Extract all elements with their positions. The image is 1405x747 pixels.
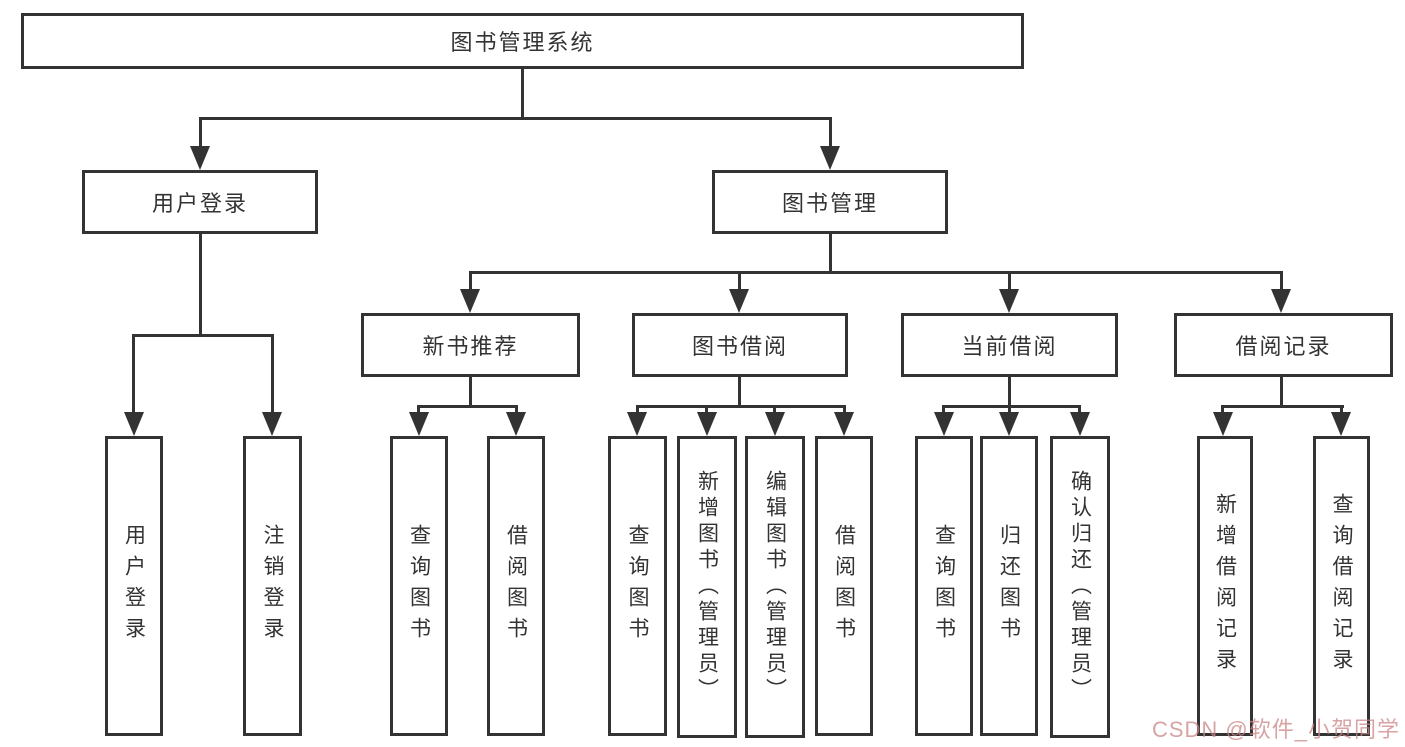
arrowhead [934, 412, 954, 436]
arrowhead [697, 412, 717, 436]
node-book-management: 图书管理 [712, 170, 948, 234]
leaf-edit-book-admin: 编辑图书（管理员） [745, 436, 805, 738]
node-user-login-branch: 用户登录 [82, 170, 318, 234]
connector-line [199, 234, 202, 337]
leaf-add-borrow-record: 新增借阅记录 [1197, 436, 1253, 736]
node-borrow-records: 借阅记录 [1174, 313, 1393, 377]
node-library-management-system: 图书管理系统 [21, 13, 1024, 69]
connector-line [843, 405, 846, 414]
connector-line [417, 405, 420, 414]
node-current-borrow: 当前借阅 [901, 313, 1118, 377]
connector-line [738, 377, 741, 408]
arrowhead [1070, 412, 1090, 436]
connector-line [829, 117, 832, 148]
connector-line [271, 334, 274, 414]
leaf-logout: 注销登录 [243, 436, 302, 736]
connector-line [773, 405, 776, 414]
arrowhead [999, 289, 1019, 313]
connector-line [521, 68, 524, 120]
connector-line [199, 117, 202, 148]
arrowhead [1271, 289, 1291, 313]
node-new-book-recommend: 新书推荐 [361, 313, 580, 377]
arrowhead [506, 412, 526, 436]
connector-line [1221, 405, 1224, 414]
connector-line [132, 334, 135, 414]
leaf-borrow-books-recommend: 借阅图书 [487, 436, 545, 736]
node-book-borrow: 图书借阅 [632, 313, 848, 377]
connector-line [636, 405, 639, 414]
connector-line [469, 271, 472, 291]
arrowhead [729, 289, 749, 313]
csdn-watermark: CSDN @软件_小贺同学 [1151, 717, 1400, 742]
connector-line [705, 405, 708, 414]
connector-line [942, 405, 945, 414]
arrowhead [190, 146, 210, 170]
connector-line [636, 405, 846, 408]
connector-line [829, 234, 832, 274]
connector-line [738, 271, 741, 291]
connector-line [1008, 405, 1011, 414]
arrowhead [765, 412, 785, 436]
arrowhead [262, 412, 282, 436]
arrowhead [124, 412, 144, 436]
connector-line [469, 271, 1283, 274]
arrowhead [1331, 412, 1351, 436]
leaf-query-books-borrow: 查询图书 [608, 436, 667, 736]
connector-line [1008, 271, 1011, 291]
connector-line [1340, 405, 1343, 414]
connector-line [1280, 271, 1283, 291]
leaf-query-books-current: 查询图书 [915, 436, 973, 736]
connector-line [1078, 405, 1081, 414]
arrowhead [460, 289, 480, 313]
leaf-confirm-return-admin: 确认归还（管理员） [1050, 436, 1110, 738]
connector-line [1221, 405, 1344, 408]
arrowhead [409, 412, 429, 436]
connector-line [132, 334, 274, 337]
arrowhead [1213, 412, 1233, 436]
arrowhead [627, 412, 647, 436]
leaf-add-book-admin: 新增图书（管理员） [677, 436, 737, 738]
leaf-return-book: 归还图书 [980, 436, 1038, 736]
connector-line [199, 117, 832, 120]
connector-line [1280, 377, 1283, 408]
connector-line [942, 405, 1081, 408]
arrowhead [999, 412, 1019, 436]
connector-line [1008, 377, 1011, 408]
leaf-user-login: 用户登录 [105, 436, 163, 736]
arrowhead [834, 412, 854, 436]
connector-line [515, 405, 518, 414]
leaf-borrow-books-borrow: 借阅图书 [815, 436, 873, 736]
leaf-query-borrow-record: 查询借阅记录 [1313, 436, 1370, 736]
arrowhead [820, 146, 840, 170]
connector-line [469, 377, 472, 408]
leaf-query-books-recommend: 查询图书 [390, 436, 448, 736]
connector-line [417, 405, 518, 408]
